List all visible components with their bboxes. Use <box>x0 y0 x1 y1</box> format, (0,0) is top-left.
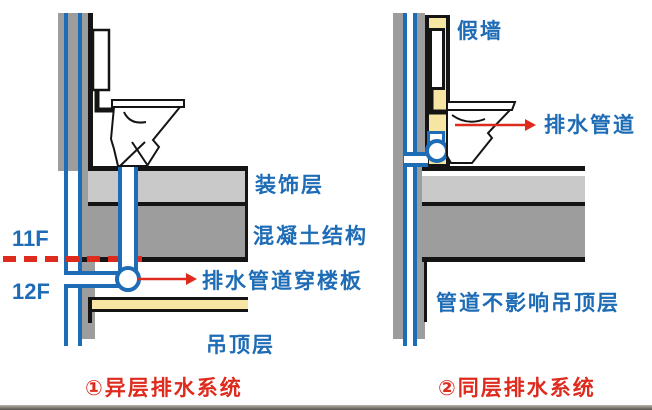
right-floor-slab <box>422 166 585 262</box>
left-finish-layer-band <box>88 166 248 206</box>
right-finish-white-band <box>422 171 585 176</box>
right-wall-outer <box>393 13 404 339</box>
ceiling-note-label: 管道不影响吊顶层 <box>436 292 620 315</box>
left-wall-upper <box>58 13 89 171</box>
right-bowl-interior-line <box>451 114 486 123</box>
left-riser-pipe-outer <box>64 13 68 346</box>
right-wall-inner <box>417 13 425 339</box>
right-floor-top-border <box>422 166 585 171</box>
right-riser-pipe-outer <box>403 13 407 346</box>
right-caption: ②同层排水系统 <box>438 377 596 400</box>
right-toilet-bowl <box>446 109 513 164</box>
left-callout-arrow <box>138 273 197 285</box>
false-wall-label: 假墙 <box>457 20 503 43</box>
right-horizontal-drain-pipe <box>404 152 428 167</box>
left-horizontal-drain-pipe <box>64 271 124 288</box>
left-riser-pipe-inner <box>78 13 82 346</box>
floor-label-12f: 12F <box>12 279 50 304</box>
left-toilet-bowl <box>109 106 183 167</box>
right-concrete-slab-band <box>422 206 585 257</box>
left-wall-black-edge <box>88 13 93 171</box>
floor-label-11f: 11F <box>12 226 49 251</box>
right-riser-pipe-inner <box>413 13 417 346</box>
left-toilet <box>91 28 185 167</box>
right-floor-left-edge <box>424 262 427 322</box>
right-callout-arrow <box>455 119 536 131</box>
right-pipe-callout-label: 排水管道 <box>544 114 636 137</box>
concealed-cistern <box>429 28 445 90</box>
right-floor-bottom-border <box>422 257 585 262</box>
left-drain-pipe-through-slab <box>118 150 138 276</box>
left-caption: ①异层排水系统 <box>85 377 243 400</box>
left-flush-pipe <box>94 90 114 113</box>
ceiling-layer-label: 吊顶层 <box>206 334 275 357</box>
left-trap-line-2 <box>131 141 149 167</box>
left-concrete-slab-band <box>82 206 248 262</box>
left-trap-line-1 <box>119 141 146 167</box>
left-pipe-callout-label: 排水管道穿楼板 <box>202 270 363 293</box>
right-toilet <box>428 90 517 164</box>
left-ceiling-wall-tick <box>88 297 92 323</box>
floor-divider-dashed-line <box>3 256 145 262</box>
concrete-structure-label: 混凝土结构 <box>253 225 368 248</box>
right-finish-layer-band <box>422 176 585 202</box>
right-floor-divider <box>422 202 585 206</box>
right-toilet-rim <box>446 101 517 111</box>
left-floor-right-edge <box>245 166 248 262</box>
left-bowl-interior-line <box>123 111 147 124</box>
finish-layer-label: 装饰层 <box>255 174 324 197</box>
image-bottom-edge <box>0 405 652 410</box>
left-cistern <box>91 28 111 92</box>
right-flush-pipe <box>428 90 446 115</box>
left-pipe-elbow-joint <box>115 266 141 292</box>
left-toilet-rim <box>111 99 185 108</box>
left-suspended-ceiling-band <box>92 297 248 312</box>
